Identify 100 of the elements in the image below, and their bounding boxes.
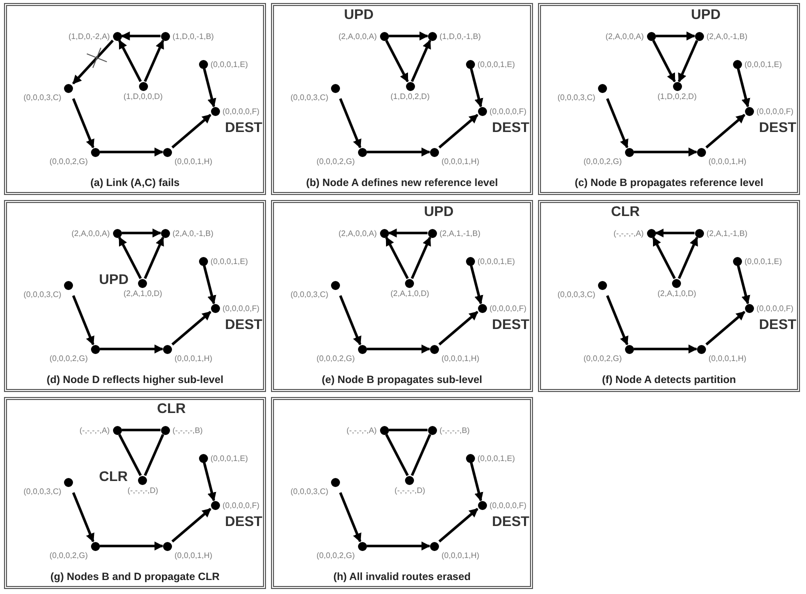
arrow xyxy=(388,32,428,40)
panel-caption: (g) Nodes B and D propagate CLR xyxy=(49,571,221,583)
arrow xyxy=(736,265,750,304)
arrow xyxy=(339,492,362,542)
arrow xyxy=(72,98,94,148)
node-label: (1,D,0,-1,B) xyxy=(440,32,481,40)
diagram-panel xyxy=(4,3,266,195)
node-label: (2,A,1,-1,B) xyxy=(440,228,480,238)
arrow xyxy=(339,98,362,148)
node-label: (0,0,0,1,E) xyxy=(478,256,515,266)
arrow xyxy=(678,236,698,280)
arrow xyxy=(652,236,676,280)
node-label: (0,0,0,3,C) xyxy=(558,92,596,102)
arrow xyxy=(438,114,478,148)
arrow xyxy=(202,68,216,108)
node-label: (0,0,0,2,G) xyxy=(50,354,88,362)
node-label: (1,D,0,2,D) xyxy=(390,92,430,100)
link-line xyxy=(385,434,409,476)
node-status-label: CLR xyxy=(611,203,640,219)
node-label: (0,0,0,1,E) xyxy=(744,60,782,68)
arrow xyxy=(652,40,676,82)
arrow xyxy=(122,228,162,238)
node-status-label: DEST xyxy=(492,119,530,135)
node-label: (-,-,-,-,D) xyxy=(394,486,426,494)
arrow xyxy=(606,98,628,148)
node-label: (1,D,0,0,D) xyxy=(124,92,163,100)
diagram-panel xyxy=(271,397,533,589)
node-label: (0,0,0,0,F) xyxy=(222,304,260,312)
node-label: (0,0,0,3,C) xyxy=(290,290,328,298)
arrow xyxy=(634,344,698,354)
node-label: (2,A,0,-1,B) xyxy=(706,32,748,40)
node-label: (2,A,1,0,D) xyxy=(658,288,696,298)
arrow xyxy=(171,114,212,148)
panel-caption: (e) Node B propagates sub-level xyxy=(320,374,484,386)
node-label: (2,A,1,0,D) xyxy=(124,288,162,298)
diagram-panel xyxy=(271,3,533,195)
node-status-label: DEST xyxy=(225,119,262,135)
arrow xyxy=(120,32,160,40)
node-status-label: UPD xyxy=(424,203,454,219)
arrow xyxy=(656,32,696,40)
node-label: (-,-,-,-,A) xyxy=(614,228,644,238)
node-label: (-,-,-,-,A) xyxy=(346,426,377,434)
node-label: (2,A,0,0,A) xyxy=(72,228,110,238)
node-label: (0,0,0,3,C) xyxy=(24,486,62,496)
node-label: (-,-,-,-,A) xyxy=(80,426,110,434)
arrow xyxy=(366,148,430,156)
node-label: (0,0,0,2,G) xyxy=(584,354,622,362)
node-status-label: CLR xyxy=(99,468,128,484)
arrow xyxy=(144,40,164,82)
node-label: (0,0,0,0,F) xyxy=(222,500,260,510)
diagram-panel xyxy=(4,200,266,392)
node-label: (-,-,-,-,B) xyxy=(440,426,470,434)
diagram-panel xyxy=(538,200,800,392)
arrow xyxy=(470,462,484,502)
arrow xyxy=(366,344,430,354)
arrow xyxy=(100,344,164,354)
arrow xyxy=(705,310,746,346)
link-line xyxy=(122,428,160,432)
node-status-label: DEST xyxy=(225,316,262,332)
node-label: (2,A,0,0,A) xyxy=(606,32,644,40)
arrow xyxy=(438,310,478,346)
node-label: (1,D,0,-1,B) xyxy=(172,32,214,40)
panel-caption: (d) Node D reflects higher sub-level xyxy=(46,374,224,386)
diagram-panel xyxy=(271,200,533,392)
node-label: (2,A,0,-1,B) xyxy=(172,228,214,238)
node-label: (0,0,0,1,E) xyxy=(478,60,515,68)
arrow xyxy=(388,228,428,238)
node-label: (0,0,0,1,H) xyxy=(174,550,212,560)
node-label: (0,0,0,1,H) xyxy=(174,156,212,166)
link-line xyxy=(118,434,142,476)
panel-caption: (c) Node B propagates reference level xyxy=(574,177,764,189)
node-label: (0,0,0,0,F) xyxy=(490,106,526,116)
arrow xyxy=(410,236,432,280)
arrow xyxy=(606,295,628,346)
arrow xyxy=(438,508,478,542)
node-status-label: DEST xyxy=(759,316,796,332)
arrow xyxy=(410,40,432,82)
node-label: (0,0,0,2,G) xyxy=(50,550,88,560)
panel-caption: (b) Node A defines new reference level xyxy=(305,177,499,189)
arrow xyxy=(171,508,212,542)
arrow xyxy=(385,40,409,82)
node-label: (0,0,0,0,F) xyxy=(756,106,794,116)
node-label: (0,0,0,0,F) xyxy=(222,106,260,116)
panel-caption: (f) Node A detects partition xyxy=(601,374,737,386)
link-line xyxy=(144,434,164,476)
node-label: (0,0,0,1,H) xyxy=(442,550,480,560)
node-status-label: DEST xyxy=(225,513,262,529)
node-label: (1,D,0,2,D) xyxy=(658,92,697,100)
node-label: (0,0,0,3,C) xyxy=(558,290,596,298)
node-label: (2,A,0,0,A) xyxy=(338,32,377,40)
node-label: (0,0,0,3,C) xyxy=(24,92,62,102)
node-label: (0,0,0,2,G) xyxy=(316,550,355,560)
arrow xyxy=(144,236,164,280)
arrow xyxy=(72,492,94,542)
link-line xyxy=(410,434,432,476)
node-label: (0,0,0,1,E) xyxy=(210,256,248,266)
arrow xyxy=(72,295,94,346)
node-status-label: UPD xyxy=(99,271,129,287)
diagram-panel xyxy=(538,3,800,195)
node-label: (0,0,0,3,C) xyxy=(290,486,328,496)
